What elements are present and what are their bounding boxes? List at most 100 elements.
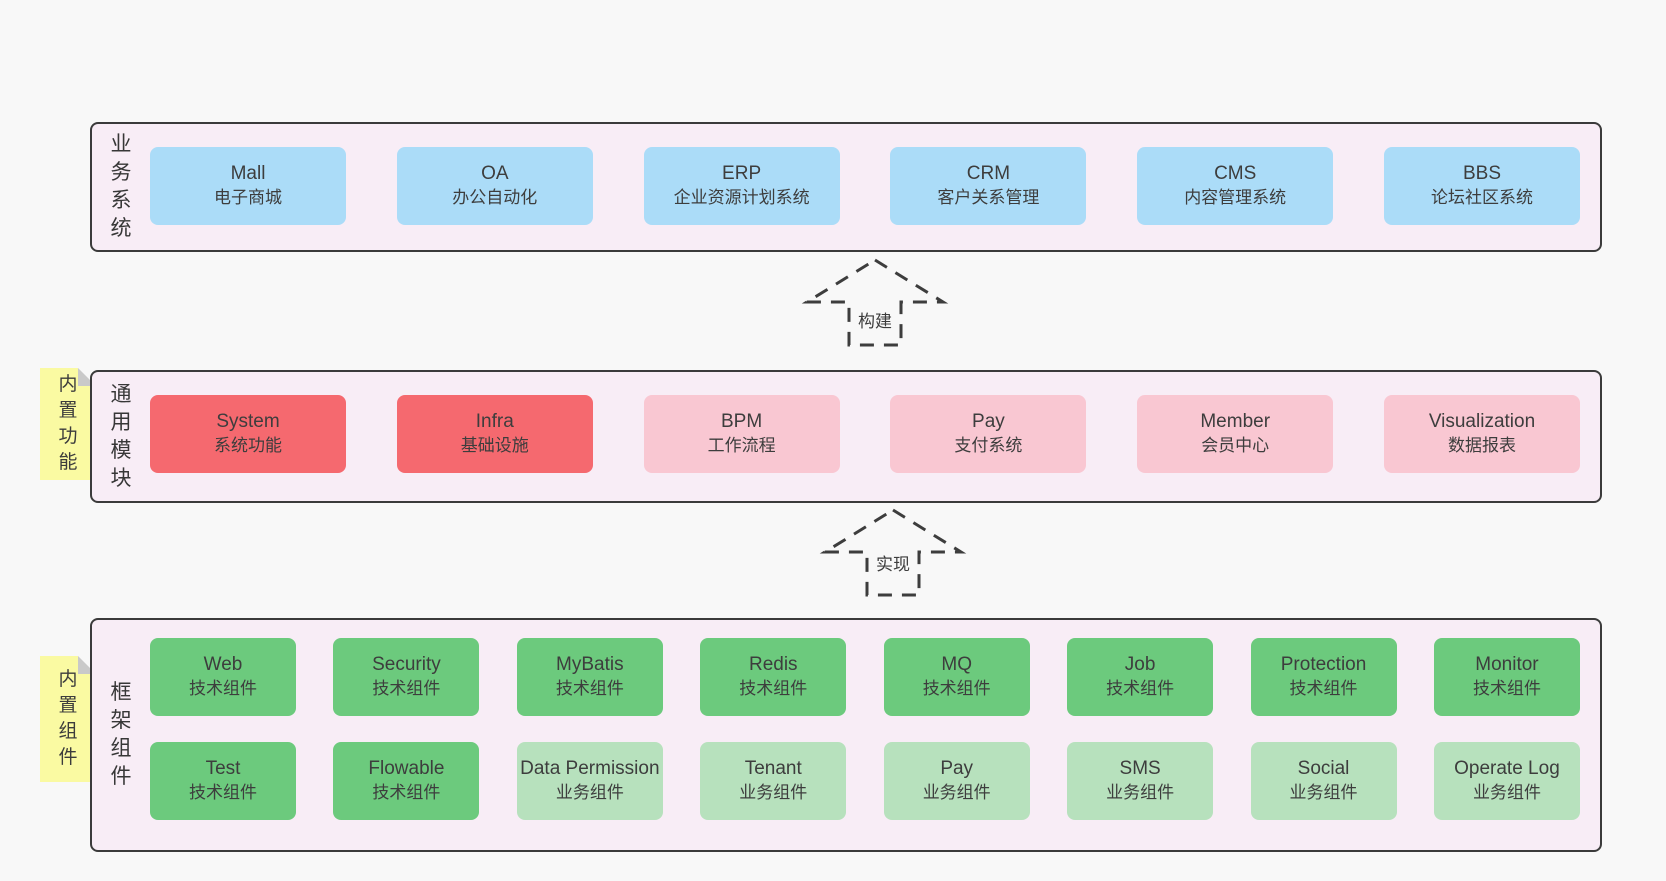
panel-title: 框架组件 xyxy=(110,681,132,788)
box-flowable: Flowable 技术组件 xyxy=(333,742,480,820)
panel-business-systems: 业务系统 Mall 电子商城 OA 办公自动化 ERP 企业资源计划系统 CRM… xyxy=(90,122,1602,252)
box-title: BBS xyxy=(1462,163,1501,184)
box-title: Infra xyxy=(475,411,514,432)
box-infra: Infra 基础设施 xyxy=(396,395,593,473)
box-title: Operate Log xyxy=(1454,758,1560,779)
box-cms: CMS 内容管理系统 xyxy=(1137,147,1334,225)
box-subtitle: 会员中心 xyxy=(1201,436,1270,455)
box-title: MQ xyxy=(941,654,972,675)
box-security: Security 技术组件 xyxy=(333,638,480,716)
box-title: Tenant xyxy=(744,758,802,779)
box-redis: Redis 技术组件 xyxy=(700,638,847,716)
box-subtitle: 企业资源计划系统 xyxy=(673,188,810,207)
box-web: Web 技术组件 xyxy=(150,638,296,716)
box-subtitle: 电子商城 xyxy=(214,188,282,207)
box-title: MyBatis xyxy=(556,654,624,675)
box-title: Redis xyxy=(748,654,798,675)
dashed-up-arrow-icon xyxy=(801,258,949,347)
sticky-note-label: 内置组件 xyxy=(58,669,78,768)
box-member: Member 会员中心 xyxy=(1137,395,1334,473)
panel-title: 业务系统 xyxy=(110,133,132,240)
panel-common-modules: 通用模块 System 系统功能 Infra 基础设施 BPM 工作流程 Pay… xyxy=(90,370,1602,503)
box-title: Monitor xyxy=(1475,654,1539,675)
box-tenant: Tenant 业务组件 xyxy=(700,742,847,820)
box-job: Job 技术组件 xyxy=(1067,638,1214,716)
box-social: Social 业务组件 xyxy=(1250,742,1397,820)
box-system: System 系统功能 xyxy=(150,395,346,473)
box-test: Test 技术组件 xyxy=(150,742,296,820)
box-pay: Pay 支付系统 xyxy=(890,395,1087,473)
box-subtitle: 基础设施 xyxy=(460,436,529,455)
box-title: SMS xyxy=(1119,758,1161,779)
box-subtitle: 技术组件 xyxy=(372,783,441,802)
box-data-permission: Data Permission 业务组件 xyxy=(516,742,663,820)
box-subtitle: 支付系统 xyxy=(954,436,1023,455)
box-title: Protection xyxy=(1280,654,1367,675)
box-title: Visualization xyxy=(1428,411,1536,432)
box-subtitle: 技术组件 xyxy=(1106,679,1175,698)
dashed-up-arrow-icon xyxy=(819,508,967,597)
box-operate-log: Operate Log 业务组件 xyxy=(1433,742,1580,820)
framework-components-row-1: Web 技术组件 Security 技术组件 MyBatis 技术组件 Redi… xyxy=(150,638,1580,716)
box-title: Pay xyxy=(972,411,1005,432)
sticky-note-label: 内置功能 xyxy=(58,374,78,473)
box-subtitle: 业务组件 xyxy=(1472,783,1541,802)
panel-framework-components: 框架组件 Web 技术组件 Security 技术组件 MyBatis 技术组件… xyxy=(90,618,1602,852)
box-subtitle: 论坛社区系统 xyxy=(1430,188,1533,207)
arrow-label-build: 构建 xyxy=(852,306,898,333)
box-bbs: BBS 论坛社区系统 xyxy=(1383,147,1580,225)
box-mybatis: MyBatis 技术组件 xyxy=(516,638,663,716)
box-title: Security xyxy=(372,654,441,675)
box-monitor: Monitor 技术组件 xyxy=(1433,638,1580,716)
box-subtitle: 业务组件 xyxy=(1289,783,1358,802)
box-subtitle: 技术组件 xyxy=(555,679,624,698)
sticky-note-built-in-features: 内置功能 xyxy=(40,368,96,480)
box-oa: OA 办公自动化 xyxy=(396,147,593,225)
box-title: CMS xyxy=(1214,163,1257,184)
box-subtitle: 业务组件 xyxy=(922,783,991,802)
box-subtitle: 内容管理系统 xyxy=(1184,188,1287,207)
box-title: Job xyxy=(1124,654,1156,675)
box-title: System xyxy=(216,411,280,432)
box-subtitle: 业务组件 xyxy=(555,783,624,802)
box-title: Pay xyxy=(940,758,974,779)
box-title: ERP xyxy=(722,163,762,184)
common-modules-row: System 系统功能 Infra 基础设施 BPM 工作流程 Pay 支付系统… xyxy=(150,395,1580,473)
box-pay-business: Pay 业务组件 xyxy=(883,742,1030,820)
box-subtitle: 业务组件 xyxy=(1106,783,1175,802)
box-subtitle: 技术组件 xyxy=(922,679,991,698)
box-mq: MQ 技术组件 xyxy=(883,638,1030,716)
box-erp: ERP 企业资源计划系统 xyxy=(643,147,840,225)
box-title: OA xyxy=(481,163,509,184)
panel-title-vertical: 业务系统 xyxy=(106,124,136,250)
box-subtitle: 系统功能 xyxy=(214,436,282,455)
box-visualization: Visualization 数据报表 xyxy=(1383,395,1580,473)
box-title: CRM xyxy=(966,163,1011,184)
box-subtitle: 技术组件 xyxy=(372,679,441,698)
arrow-label-implement: 实现 xyxy=(870,549,916,576)
panel-title-vertical: 框架组件 xyxy=(106,620,136,850)
box-subtitle: 数据报表 xyxy=(1447,436,1516,455)
box-subtitle: 客户关系管理 xyxy=(937,188,1040,207)
box-subtitle: 技术组件 xyxy=(739,679,808,698)
box-subtitle: 技术组件 xyxy=(189,783,257,802)
box-title: Web xyxy=(203,654,243,675)
box-title: BPM xyxy=(721,411,763,432)
box-sms: SMS 业务组件 xyxy=(1067,742,1214,820)
sticky-note-built-in-components: 内置组件 xyxy=(40,656,96,782)
box-subtitle: 技术组件 xyxy=(1472,679,1541,698)
box-title: Flowable xyxy=(368,758,445,779)
box-subtitle: 业务组件 xyxy=(739,783,808,802)
box-bpm: BPM 工作流程 xyxy=(643,395,840,473)
box-subtitle: 工作流程 xyxy=(707,436,776,455)
framework-components-row-2: Test 技术组件 Flowable 技术组件 Data Permission … xyxy=(150,742,1580,820)
box-title: Member xyxy=(1200,411,1271,432)
box-title: Mall xyxy=(230,163,266,184)
box-subtitle: 技术组件 xyxy=(189,679,257,698)
business-systems-row: Mall 电子商城 OA 办公自动化 ERP 企业资源计划系统 CRM 客户关系… xyxy=(150,147,1580,225)
box-title: Data Permission xyxy=(520,758,660,779)
box-title: Social xyxy=(1297,758,1350,779)
panel-title-vertical: 通用模块 xyxy=(106,372,136,501)
box-crm: CRM 客户关系管理 xyxy=(890,147,1087,225)
panel-title: 通用模块 xyxy=(110,382,132,490)
